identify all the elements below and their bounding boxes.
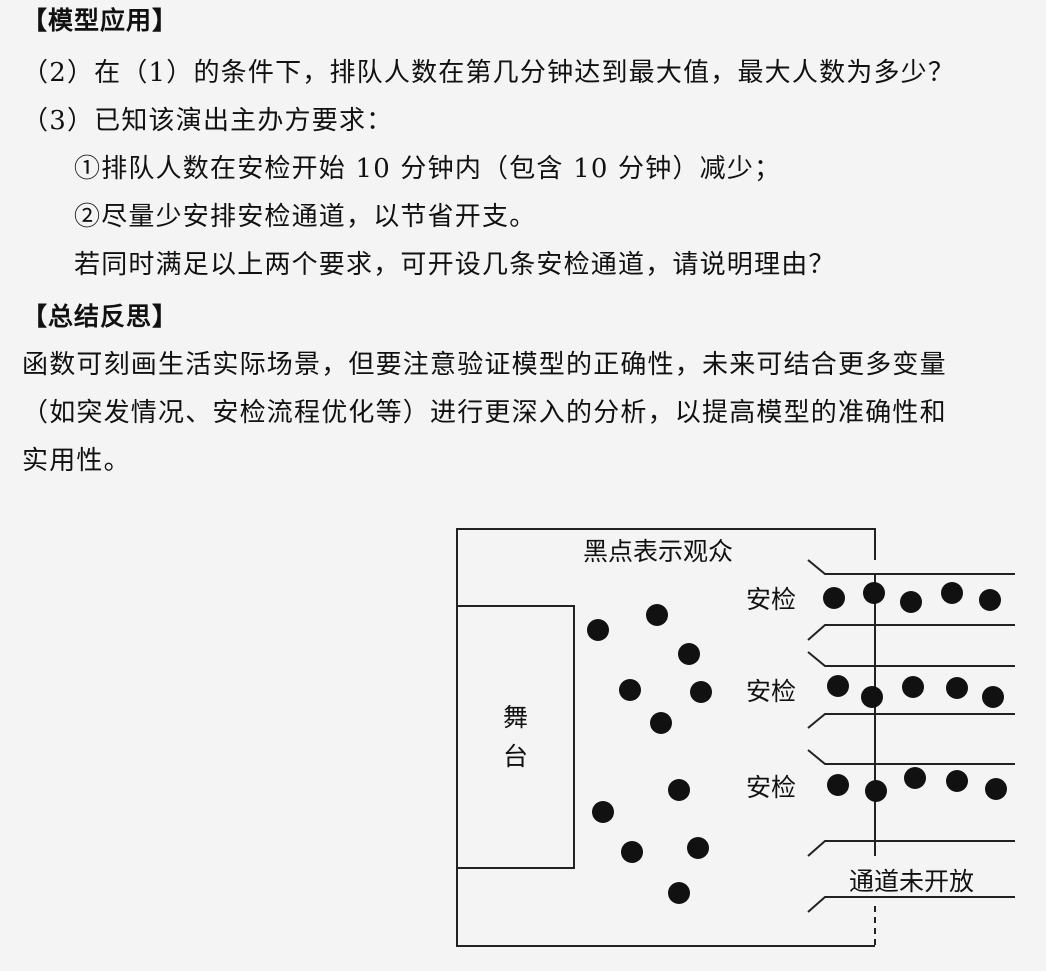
stage-label-2: 台 xyxy=(503,742,528,771)
lane-3-bottom xyxy=(807,840,1015,857)
queue-dot xyxy=(985,778,1007,800)
audience-dot xyxy=(690,681,712,703)
lane-1-top xyxy=(807,559,1015,575)
queue-dot xyxy=(827,774,849,796)
requirement-1: ①排队人数在安检开始 10 分钟内（包含 10 分钟）减少； xyxy=(74,154,782,184)
summary-line-3: 实用性。 xyxy=(22,446,131,476)
queue-dot xyxy=(902,676,924,698)
queue-dot xyxy=(979,589,1001,611)
closed-channel-label: 通道未开放 xyxy=(849,867,974,896)
checkpoint-label-2: 安检 xyxy=(746,677,796,706)
audience-dot xyxy=(678,643,700,665)
stage-box xyxy=(456,605,575,869)
lane-3-top xyxy=(807,749,1015,765)
summary-line-2: （如突发情况、安检流程优化等）进行更深入的分析，以提高模型的准确性和 xyxy=(22,398,947,428)
audience-dot xyxy=(646,604,668,626)
audience-dot xyxy=(650,712,672,734)
queue-dot xyxy=(861,686,883,708)
queue-dot xyxy=(865,780,887,802)
queue-dot xyxy=(941,582,963,604)
venue-wall xyxy=(456,528,876,947)
requirement-2: ②尽量少安排安检通道，以节省开支。 xyxy=(74,202,537,232)
model-application-heading: 【模型应用】 xyxy=(22,6,179,35)
lane-1-bottom xyxy=(807,624,1015,641)
queue-dot xyxy=(946,770,968,792)
queue-dot xyxy=(946,677,968,699)
queue-dot xyxy=(827,675,849,697)
queue-dot xyxy=(904,767,926,789)
lane-2-bottom xyxy=(807,713,1015,729)
summary-line-1: 函数可刻画生活实际场景，但要注意验证模型的正确性，未来可结合更多变量 xyxy=(22,350,947,380)
summary-heading: 【总结反思】 xyxy=(22,302,179,331)
audience-dot xyxy=(621,841,643,863)
closed-lane-bottom xyxy=(807,896,1015,913)
question-3-intro: （3）已知该演出主办方要求： xyxy=(22,106,394,136)
audience-dot xyxy=(668,882,690,904)
checkpoint-label-3: 安检 xyxy=(746,773,796,802)
stage-label-1: 舞 xyxy=(503,703,528,732)
queue-dot xyxy=(863,582,885,604)
lane-2-top xyxy=(807,651,1015,667)
checkpoint-label-1: 安检 xyxy=(746,585,796,614)
question-3-question: 若同时满足以上两个要求，可开设几条安检通道，请说明理由？ xyxy=(74,250,836,280)
audience-dot xyxy=(592,801,614,823)
queue-dot xyxy=(823,587,845,609)
audience-dot xyxy=(619,679,641,701)
queue-dot xyxy=(900,591,922,613)
audience-dot xyxy=(687,837,709,859)
legend-label: 黑点表示观众 xyxy=(583,537,733,566)
audience-dot xyxy=(587,619,609,641)
audience-dot xyxy=(668,779,690,801)
question-2: （2）在（1）的条件下，排队人数在第几分钟达到最大值，最大人数为多少？ xyxy=(22,58,956,88)
queue-dot xyxy=(982,686,1004,708)
